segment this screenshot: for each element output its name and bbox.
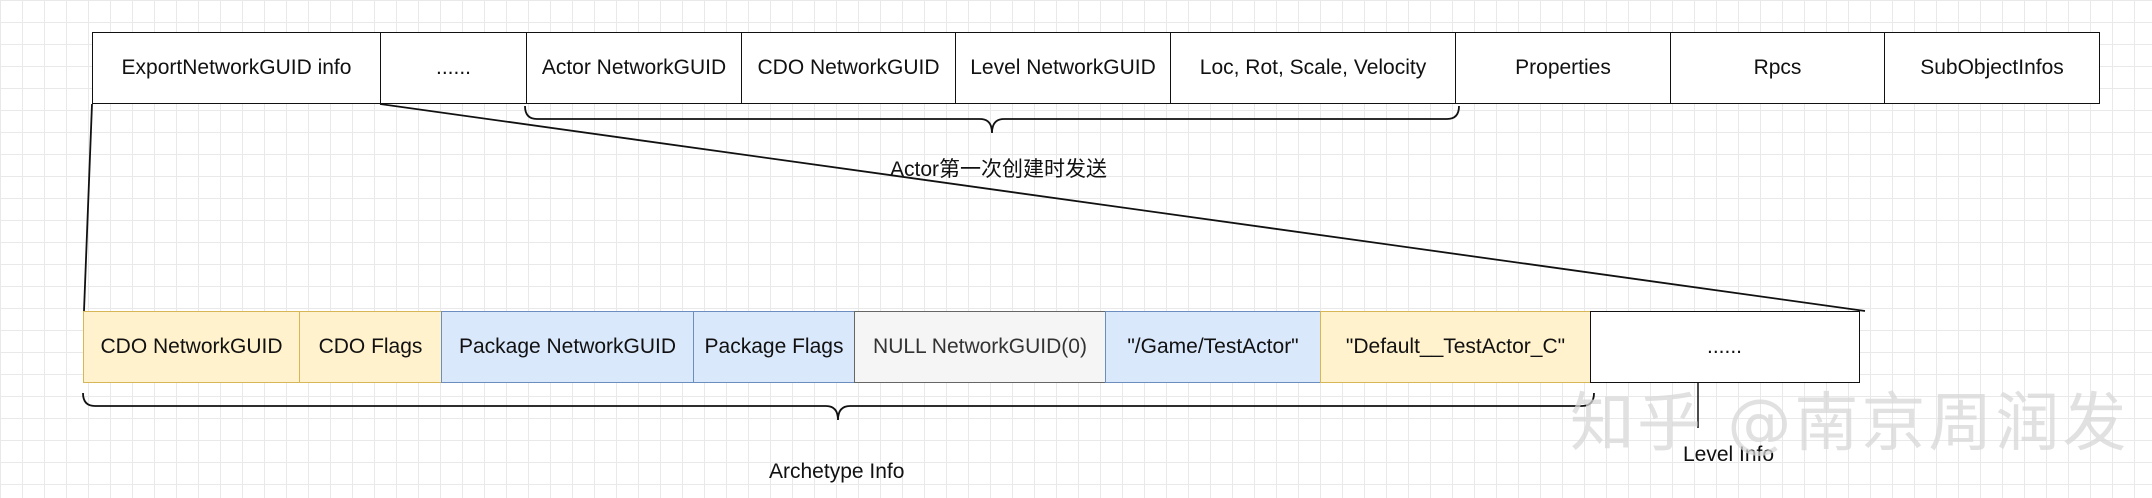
- actor-networkguid-cell: Actor NetworkGUID: [526, 32, 742, 104]
- level-networkguid-cell: Level NetworkGUID: [955, 32, 1171, 104]
- actor-first-create-label: Actor第一次创建时发送: [890, 158, 1108, 181]
- cdo-flags-cell: CDO Flags: [298, 311, 443, 383]
- export-networkguid-info-cell: ExportNetworkGUID info: [92, 32, 381, 104]
- package-networkguid-cell: Package NetworkGUID: [441, 311, 694, 383]
- expansion-line-right: [379, 103, 1866, 312]
- expansion-line-left: [83, 103, 93, 312]
- loc-rot-scale-velocity-cell: Loc, Rot, Scale, Velocity: [1169, 32, 1457, 104]
- game-testactor-path-cell: "/Game/TestActor": [1104, 311, 1322, 383]
- cdo-networkguid-cell: CDO NetworkGUID: [83, 311, 300, 383]
- ellipsis-cell: ......: [1589, 311, 1860, 383]
- zhihu-watermark: 知乎 @南京周润发: [1570, 387, 2130, 461]
- archetype-info-label: Archetype Info: [769, 460, 905, 483]
- cdo-networkguid-cell: CDO NetworkGUID: [740, 32, 957, 104]
- archetype-info-brace: [82, 392, 1595, 421]
- null-networkguid-cell: NULL NetworkGUID(0): [854, 311, 1106, 383]
- actor-spawn-brace: [524, 105, 1460, 134]
- properties-cell: Properties: [1455, 32, 1671, 104]
- ellipsis-cell: ......: [379, 32, 528, 104]
- export-structure-row: ExportNetworkGUID info......Actor Networ…: [92, 32, 2100, 104]
- level-info-label: Level Info: [1683, 443, 1775, 466]
- subobjectinfos-cell: SubObjectInfos: [1884, 32, 2100, 104]
- package-flags-cell: Package Flags: [692, 311, 856, 383]
- default-testactor-c-cell: "Default__TestActor_C": [1320, 311, 1591, 383]
- rpcs-cell: Rpcs: [1669, 32, 1886, 104]
